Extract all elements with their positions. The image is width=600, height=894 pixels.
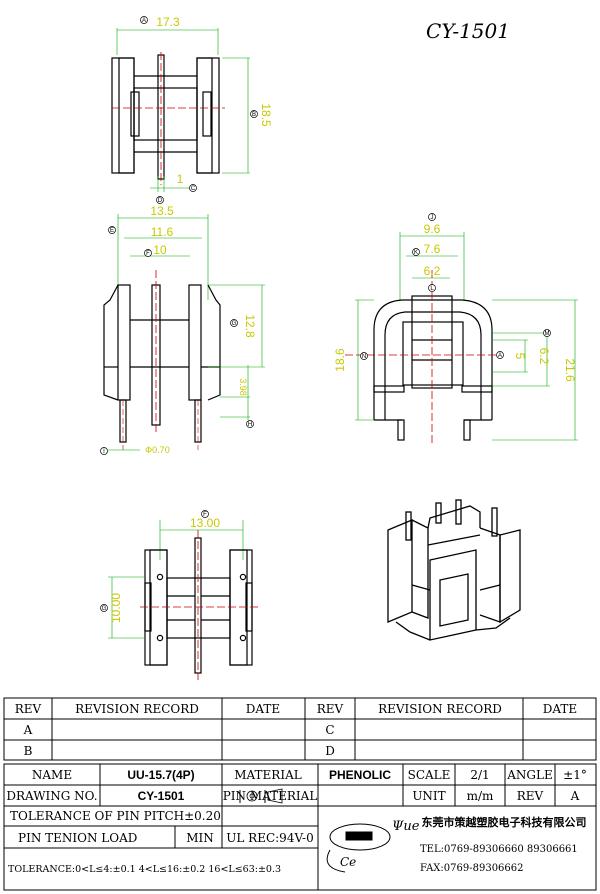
callout-h: H — [248, 422, 252, 428]
dim-front-inner-width: 10 — [153, 243, 167, 257]
tb-rev-label: REV — [517, 789, 544, 803]
tb-general-tolerance: TOLERANCE:0<L≤4:±0.1 4<L≤16:±0.2 16<L≤63… — [8, 864, 281, 875]
callouts-top — [140, 16, 258, 204]
rev-header-rev-2: REV — [317, 702, 344, 716]
rev-header-record-1: REVISION RECORD — [75, 702, 199, 716]
company-tel: TEL:0769-89306660 89306661 — [420, 844, 578, 855]
tb-tension-min: MIN — [186, 831, 214, 845]
front-view — [103, 214, 265, 451]
rev-header-rev-1: REV — [15, 702, 42, 716]
tb-name-value: UU-15.7(4P) — [127, 768, 194, 782]
tb-drawing-no-label: DRAWING NO. — [6, 789, 97, 803]
dim-side-height-right: 21.6 — [563, 358, 577, 382]
tb-ul-rec: UL REC:94V-0 — [226, 831, 313, 845]
tb-unit-label: UNIT — [412, 789, 445, 803]
rev-row-b: B — [24, 744, 33, 758]
dim-side-w1: 9.6 — [424, 222, 441, 236]
dim-bottom-width: 13.00 — [190, 516, 220, 530]
rev-row-a: A — [23, 723, 33, 737]
tb-material-value: PHENOLIC — [329, 768, 391, 782]
company-logo — [326, 823, 391, 873]
logo-text: Ψue — [392, 819, 420, 834]
rev-header-date-1: DATE — [246, 702, 280, 716]
dim-side-w2: 7.6 — [424, 242, 441, 256]
callout-m: M — [545, 331, 550, 337]
callout-p: F — [203, 512, 207, 518]
dim-front-pin-length: 3.98 — [238, 378, 248, 396]
callout-q: G — [102, 606, 107, 612]
logo-subtext: Ce — [340, 855, 356, 869]
company-fax: FAX:0769-89306662 — [420, 863, 524, 874]
tb-pitch-tolerance: TOLERANCE OF PIN PITCH±0.20 — [10, 809, 221, 823]
dim-side-height-left: 18.6 — [333, 348, 347, 372]
callout-a2: A — [498, 353, 502, 359]
rev-header-date-2: DATE — [543, 702, 577, 716]
dim-top-width: 17.3 — [156, 15, 180, 29]
dim-bottom-height: 10.00 — [109, 593, 123, 623]
dim-top-height: 18.5 — [259, 103, 273, 127]
dim-side-height-b: 6.2 — [537, 348, 551, 365]
tb-tension-label: PIN TENION LOAD — [18, 831, 137, 845]
dim-top-pin-gap: 1 — [177, 172, 184, 186]
callout-j: J — [431, 215, 434, 221]
bottom-view — [108, 520, 258, 680]
dim-pin-diameter: Φ0.70 — [145, 445, 170, 455]
company-name: 东莞市策越塑胶电子科技有限公司 — [422, 815, 587, 829]
callout-l: L — [430, 286, 434, 292]
revision-block — [3, 697, 597, 761]
dim-front-outer-width: 13.5 — [150, 204, 174, 218]
dim-side-w3: 6.2 — [424, 264, 441, 278]
tb-scale-value: 2/1 — [470, 768, 489, 782]
tb-angle-label: ANGLE — [506, 768, 552, 782]
top-view — [111, 28, 250, 192]
dim-front-height: 12.8 — [243, 314, 257, 338]
dim-front-mid-width: 11.6 — [151, 225, 174, 239]
callout-f: F — [146, 251, 150, 257]
callout-k: K — [414, 250, 418, 256]
callout-g: G — [232, 321, 237, 327]
rev-header-record-2: REVISION RECORD — [378, 702, 502, 716]
callout-i: I — [103, 449, 105, 455]
dim-side-height-a: 5 — [513, 353, 527, 360]
rev-row-d: D — [325, 744, 335, 758]
projection-symbol — [246, 788, 283, 804]
callouts-side — [360, 213, 551, 360]
callouts-front — [100, 226, 254, 455]
callout-a: A — [142, 18, 146, 24]
tb-drawing-no-value: CY-1501 — [138, 789, 185, 803]
tb-pin-material-label: PIN MATERIAL — [223, 789, 318, 803]
tb-unit-value: m/m — [467, 789, 494, 803]
rev-row-c: C — [325, 723, 334, 737]
callout-d: D — [158, 198, 163, 204]
title-block — [3, 763, 597, 891]
isometric-view — [387, 499, 521, 641]
callout-b: B — [252, 112, 256, 118]
callout-c: C — [191, 186, 196, 192]
drawing-title: CY-1501 — [426, 19, 510, 43]
tb-rev-value: A — [570, 789, 580, 803]
callouts-bottom — [100, 510, 209, 612]
tb-material-label: MATERIAL — [234, 768, 302, 782]
tb-angle-value: ±1° — [563, 768, 587, 782]
side-view — [345, 232, 578, 445]
callout-e: E — [110, 228, 114, 234]
callout-n: N — [362, 354, 366, 360]
tb-scale-label: SCALE — [408, 768, 451, 782]
tb-name-label: NAME — [32, 768, 72, 782]
